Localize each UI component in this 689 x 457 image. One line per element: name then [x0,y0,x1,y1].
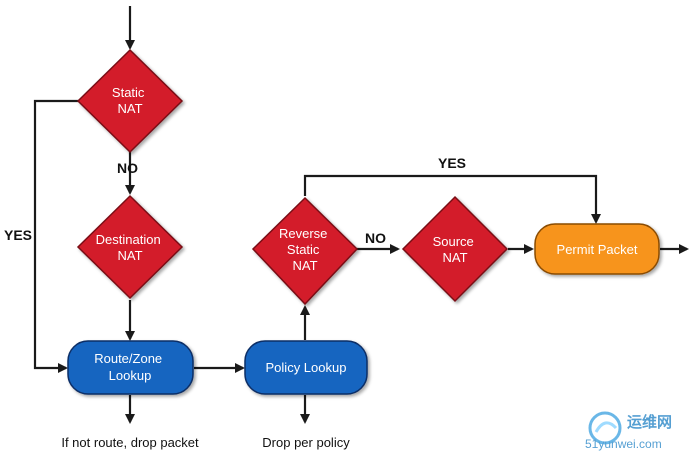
source-nat-label-2: NAT [442,250,467,265]
reverse-static-nat-label-2: Static [287,242,320,257]
permit-packet-terminal: Permit Packet [534,223,660,275]
svg-text:Source NAT: Source NAT [433,234,478,265]
svg-text:Route/Zone Lookup: Route/Zone Lookup [94,351,166,383]
reverse-static-nat-decision: Reverse Static NAT [251,196,359,306]
svg-text:Permit Packet: Permit Packet [557,242,638,257]
policy-lookup-process: Policy Lookup [244,340,368,395]
source-nat-decision: Source NAT [401,195,509,303]
static-nat-label-2: NAT [117,101,142,116]
source-nat-label-1: Source [433,234,474,249]
route-zone-label-2: Lookup [109,368,152,383]
policy-drop-note: Drop per policy [262,435,350,450]
svg-text:Destination NAT: Destination NAT [96,232,165,263]
route-drop-note: If not route, drop packet [61,435,199,450]
reverse-static-nat-label-1: Reverse [279,226,327,241]
static-nat-no-label: NO [117,160,138,176]
static-yes-arrow [33,99,80,373]
connectors [33,6,689,424]
reverse-nat-no-label: NO [365,230,386,246]
route-zone-lookup-process: Route/Zone Lookup [67,340,194,395]
static-nat-yes-label: YES [4,227,32,243]
policy-lookup-label: Policy Lookup [266,360,347,375]
destination-nat-label-1: Destination [96,232,161,247]
watermark-cn-text: 运维网 [627,413,672,431]
destination-nat-decision: Destination NAT [76,194,184,300]
static-nat-decision: Static NAT [76,48,184,154]
svg-text:Policy Lookup: Policy Lookup [266,360,347,375]
svg-text:Reverse Static NAT: Reverse Static NAT [279,226,331,273]
destination-nat-label-2: NAT [117,248,142,263]
reverse-nat-yes-label: YES [438,155,466,171]
svg-text:Static NAT: Static NAT [112,85,148,116]
watermark: 运维网 51yunwei.com [585,411,672,451]
reverse-static-nat-label-3: NAT [292,258,317,273]
swirl-logo-icon [588,411,622,445]
watermark-latin-text: 51yunwei.com [585,437,662,451]
permit-packet-label: Permit Packet [557,242,638,257]
static-nat-label-1: Static [112,85,145,100]
reverse-yes-arrow [303,174,601,224]
route-zone-label-1: Route/Zone [94,351,162,366]
